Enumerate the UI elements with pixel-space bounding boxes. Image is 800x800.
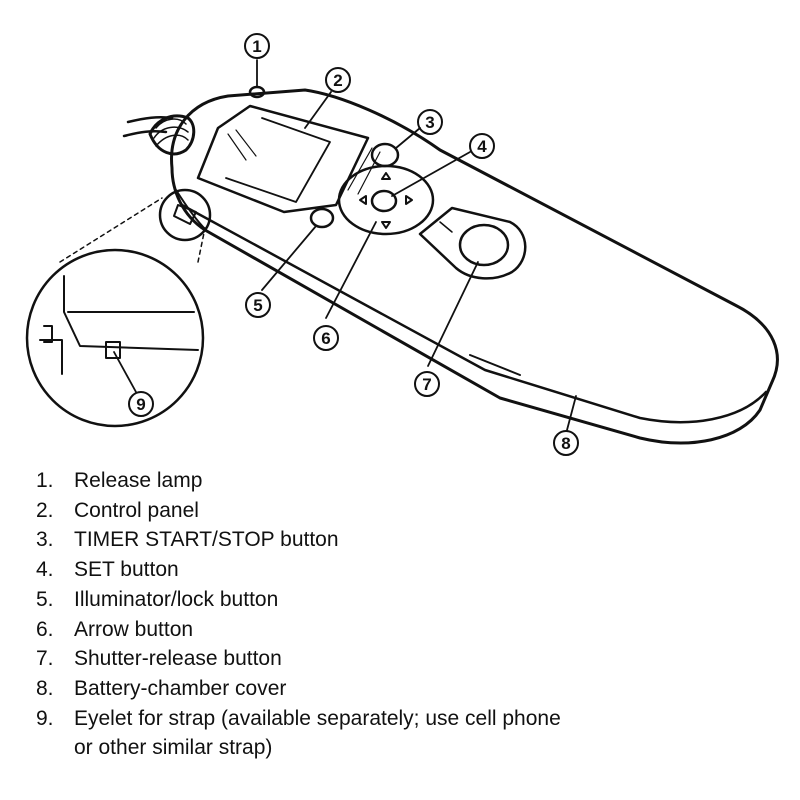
legend-number: 6. (36, 617, 54, 641)
callout-7: 7 (414, 371, 440, 397)
svg-text:2: 2 (333, 71, 342, 90)
callout-leaders (113, 59, 577, 431)
callout-4: 4 (469, 133, 495, 159)
legend-text: or other similar strap) (74, 736, 273, 760)
legend-item: 2. Control panel (36, 496, 776, 526)
callout-3: 3 (417, 109, 443, 135)
legend-item: 5. Illuminator/lock button (36, 585, 776, 615)
legend-number: 7. (36, 647, 54, 671)
svg-text:1: 1 (252, 37, 261, 56)
legend-text: Arrow button (74, 617, 194, 641)
legend-item: 4. SET button (36, 555, 776, 585)
legend-item-continuation: or other similar strap) (36, 733, 776, 763)
svg-text:8: 8 (561, 434, 570, 453)
shutter-release-button[interactable] (418, 206, 527, 280)
svg-text:3: 3 (425, 113, 434, 132)
legend-text: SET button (74, 558, 179, 582)
legend-number: 3. (36, 528, 54, 552)
svg-text:5: 5 (253, 296, 262, 315)
legend-item: 6. Arrow button (36, 615, 776, 645)
callout-2: 2 (325, 67, 351, 93)
cable (122, 114, 196, 156)
illuminator-lock-button[interactable] (309, 207, 335, 229)
arrow-button[interactable] (337, 164, 435, 236)
legend-text: Release lamp (74, 469, 203, 492)
legend-text: Control panel (74, 498, 199, 522)
callout-6: 6 (313, 325, 339, 351)
eyelet-magnifier (25, 188, 212, 428)
timer-start-stop-button[interactable] (370, 142, 400, 168)
callout-1: 1 (244, 33, 270, 59)
control-panel (196, 104, 381, 214)
legend-item: 7. Shutter-release button (36, 644, 776, 674)
callout-5: 5 (245, 292, 271, 318)
release-lamp (248, 85, 266, 99)
legend-text: Shutter-release button (74, 647, 282, 671)
legend-number: 1. (36, 469, 54, 492)
legend-text: Eyelet for strap (available separately; … (74, 706, 561, 730)
legend-text: Illuminator/lock button (74, 587, 279, 611)
svg-text:4: 4 (477, 137, 487, 156)
callout-9: 9 (128, 391, 154, 417)
legend-number: 4. (36, 558, 54, 582)
remote-controller-diagram: 1 2 3 4 5 6 7 8 (25, 33, 779, 456)
callout-8: 8 (553, 430, 579, 456)
legend-number: 8. (36, 676, 54, 700)
svg-text:9: 9 (136, 395, 145, 414)
legend-text: TIMER START/STOP button (74, 528, 339, 552)
legend-number: 2. (36, 498, 54, 522)
legend-number: 9. (36, 706, 54, 730)
legend-item: 3. TIMER START/STOP button (36, 525, 776, 555)
legend-number: 5. (36, 587, 54, 611)
legend-text: Battery-chamber cover (74, 676, 287, 700)
parts-legend: 1. Release lamp 2. Control panel 3. TIMER S… (36, 466, 776, 763)
remote-body (170, 88, 779, 445)
legend-item: 8. Battery-chamber cover (36, 674, 776, 704)
legend-item: 1. Release lamp (36, 466, 776, 496)
svg-text:6: 6 (321, 329, 330, 348)
set-button[interactable] (370, 189, 398, 213)
svg-text:7: 7 (422, 375, 431, 394)
legend-item: 9. Eyelet for strap (available separately… (36, 704, 776, 734)
